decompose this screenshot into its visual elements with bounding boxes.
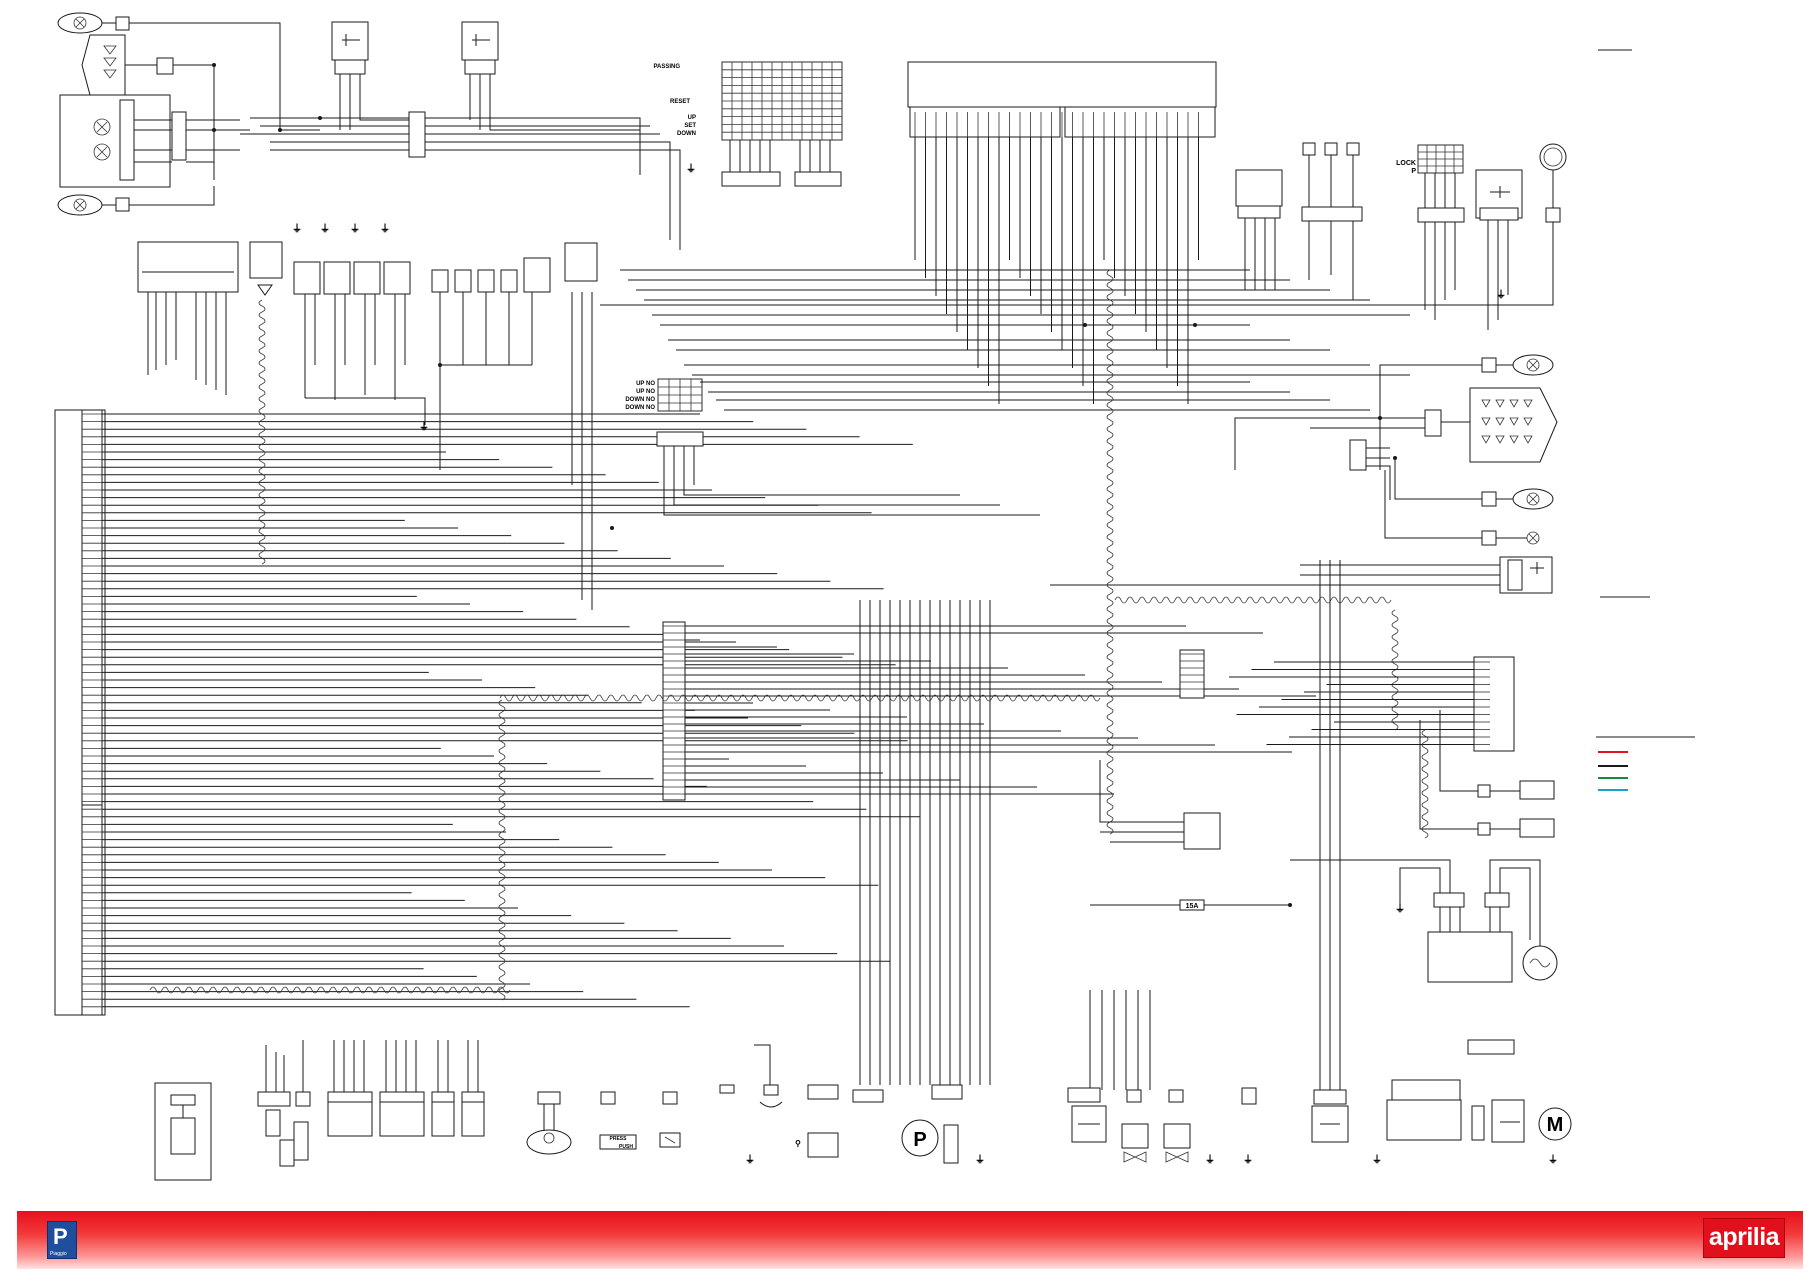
label-set: SET xyxy=(684,123,696,129)
label-up-no-1: UP NO xyxy=(636,381,655,387)
piaggio-mark: P xyxy=(53,1224,68,1249)
sensor-icon: ⚲ xyxy=(795,1139,801,1148)
piaggio-caption: Piaggio xyxy=(50,1251,67,1257)
ground-icon: ⏚ xyxy=(686,163,696,175)
switch-truth-table: PASSING RESET UP SET DOWN ⏚ xyxy=(653,61,843,187)
label-down-no-2: DOWN NO xyxy=(625,405,655,411)
label-passing: PASSING xyxy=(653,64,680,70)
label-press: PRESS xyxy=(610,1136,628,1142)
ground-icon: ⏚ xyxy=(1395,903,1405,915)
fuse-label: 15A xyxy=(1186,903,1199,910)
gear-switch-table: UP NO UP NO DOWN NO DOWN NO xyxy=(625,378,1040,516)
ground-icon: ⏚ xyxy=(419,421,429,433)
led-array-icon xyxy=(103,45,117,79)
wire-bundle xyxy=(149,63,1429,1090)
piaggio-logo: P Piaggio xyxy=(47,1221,77,1259)
ground-icon: ⏚ xyxy=(975,1154,985,1166)
wiring-diagram: PASSING RESET UP SET DOWN ⏚ LOCK P xyxy=(54,12,1695,1181)
aprilia-logo: aprilia xyxy=(1703,1218,1785,1258)
footer-bar: P Piaggio aprilia xyxy=(17,1211,1803,1269)
ground-icon: ⏚ xyxy=(745,1154,755,1166)
regulator-generator: ⏚ xyxy=(1290,859,1558,983)
handlebar-switch-right xyxy=(461,21,640,131)
motor-label: M xyxy=(1547,1114,1564,1136)
instrument-cluster-connector xyxy=(907,61,1217,404)
battery xyxy=(1386,1099,1462,1141)
bottom-components: PRESS PUSH ⏚ ⚲ P ⏚ ⏚ ⏚ xyxy=(154,1039,1572,1181)
label-reset: RESET xyxy=(670,99,690,105)
ground-icon: ⏚ xyxy=(350,223,360,235)
label-up-no-2: UP NO xyxy=(636,389,655,395)
ecu-connector xyxy=(54,409,920,1016)
label-down-no-1: DOWN NO xyxy=(625,397,655,403)
fuse-relay-block: ⏚ ⏚ ⏚ ⏚ ⏚ xyxy=(137,223,598,610)
ground-icon: ⏚ xyxy=(1372,1154,1382,1166)
ground-icon: ⏚ xyxy=(1496,289,1506,301)
right-mid-connectors: 15A xyxy=(1090,649,1555,911)
ground-icon: ⏚ xyxy=(380,223,390,235)
ground-icon: ⏚ xyxy=(320,223,330,235)
right-top-components: LOCK P ⏚ xyxy=(600,142,1567,330)
ground-icon: ⏚ xyxy=(1548,1154,1558,1166)
pump-label: P xyxy=(913,1129,926,1151)
handlebar-switch-left xyxy=(331,21,410,130)
ground-icon: ⏚ xyxy=(1243,1154,1253,1166)
legend xyxy=(1596,49,1695,791)
ground-icon: ⏚ xyxy=(292,223,302,235)
connector-block xyxy=(408,111,426,158)
label-down: DOWN xyxy=(677,131,696,137)
label-up: UP xyxy=(688,115,696,121)
front-light-cluster xyxy=(57,12,281,216)
label-p: P xyxy=(1411,168,1416,175)
rear-light-cluster xyxy=(1050,354,1558,594)
label-push: PUSH xyxy=(619,1144,633,1150)
label-lock: LOCK xyxy=(1396,160,1416,167)
ground-icon: ⏚ xyxy=(1205,1154,1215,1166)
